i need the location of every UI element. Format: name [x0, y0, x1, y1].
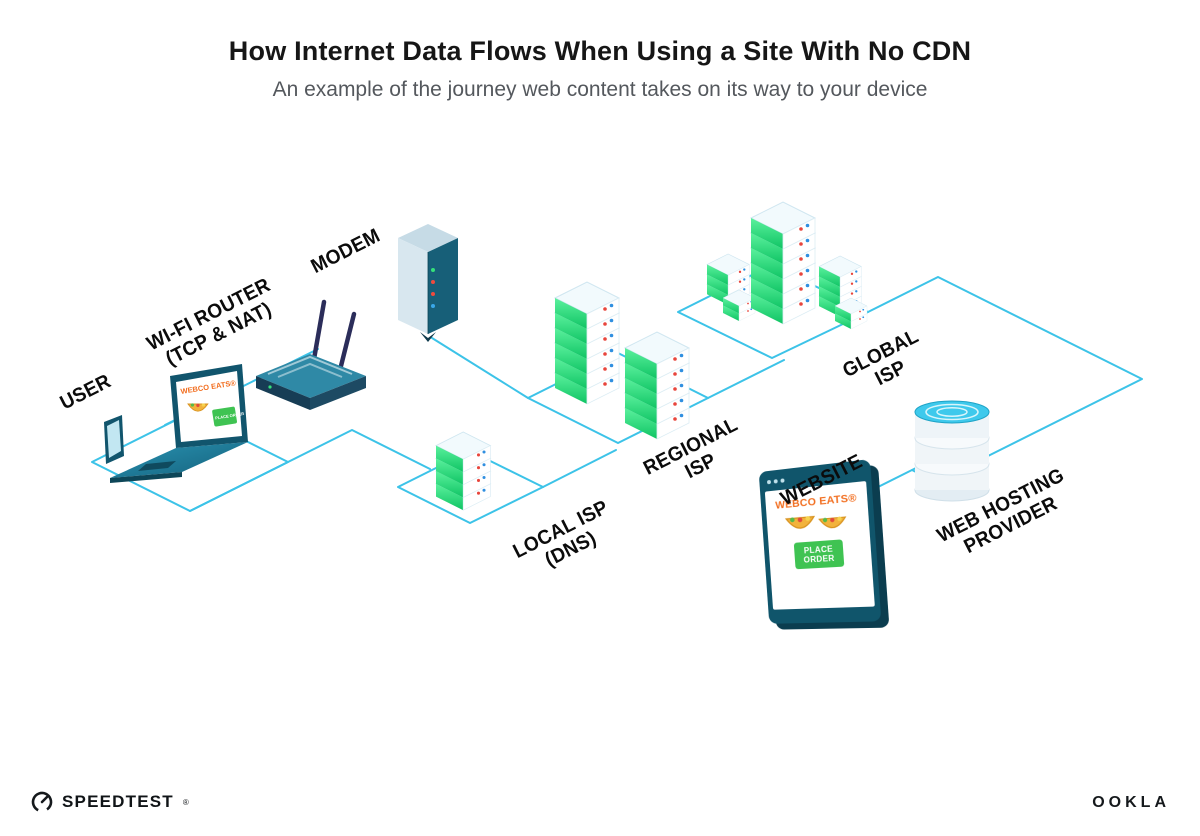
server-tower-icon	[436, 432, 490, 510]
server-tower-icon	[625, 332, 689, 439]
page-subtitle: An example of the journey web content ta…	[0, 78, 1200, 102]
router-led	[268, 385, 271, 388]
modem-front	[398, 238, 428, 334]
window-control-dot	[774, 479, 778, 483]
taco-images	[784, 509, 850, 537]
phone-icon	[104, 415, 124, 464]
modem-side	[428, 238, 458, 334]
ookla-logo: OOKLA	[1092, 794, 1170, 812]
local-isp-servers	[426, 426, 526, 536]
regional-isp-servers	[533, 280, 713, 460]
web-hosting-database	[904, 386, 1000, 509]
global-isp-servers	[695, 196, 885, 376]
trademark-symbol: ®	[183, 798, 189, 807]
speedtest-wordmark: SPEEDTEST	[62, 792, 174, 812]
ookla-wordmark: OOKLA	[1092, 794, 1170, 811]
server-tower-icon	[751, 202, 815, 324]
label-local-isp: LOCAL ISP(DNS)	[510, 497, 622, 582]
modem-led	[431, 280, 435, 284]
modem-icon	[388, 222, 472, 359]
taco-icon	[784, 512, 817, 537]
page-title: How Internet Data Flows When Using a Sit…	[0, 36, 1200, 67]
taco-icon	[818, 509, 851, 534]
modem-led	[431, 292, 435, 296]
modem-led	[431, 304, 435, 308]
label-modem: MODEM	[308, 226, 384, 279]
server-tower-icon	[555, 282, 619, 404]
speedtest-gauge-icon	[30, 790, 54, 814]
modem-led	[431, 268, 435, 272]
place-order-button: PLACE ORDER	[794, 539, 845, 569]
window-control-dot	[767, 479, 771, 483]
window-control-dot	[780, 478, 784, 482]
database-icon	[915, 401, 989, 501]
infographic-header: How Internet Data Flows When Using a Sit…	[0, 36, 1200, 102]
user-device: WEBCO EATS® PLACE ORDER	[96, 360, 261, 500]
speedtest-logo: SPEEDTEST ®	[30, 790, 189, 814]
